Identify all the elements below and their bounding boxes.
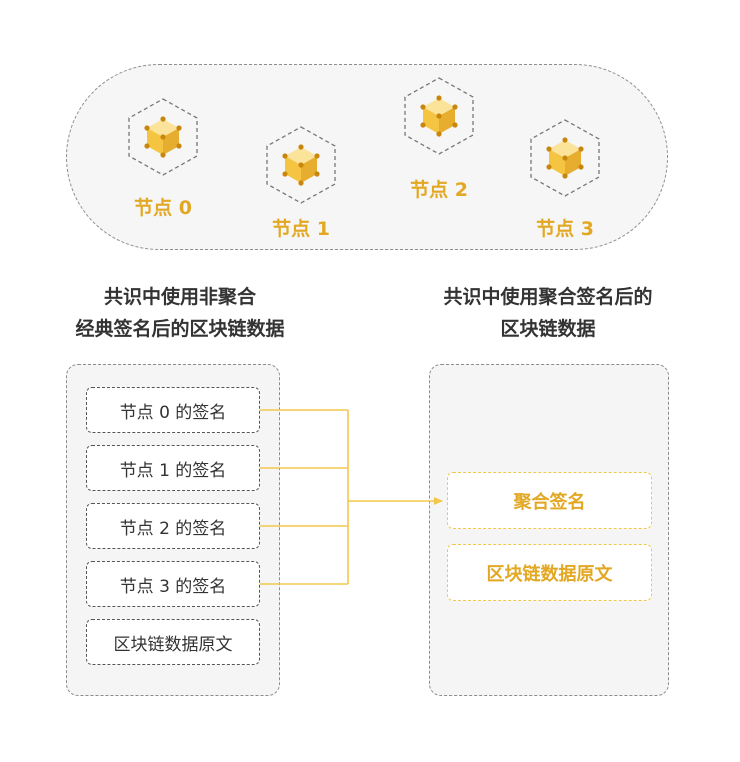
cube-node-icon <box>128 98 198 176</box>
aggregate-signature-item: 聚合签名 <box>447 472 652 529</box>
block-raw-data-item-right: 区块链数据原文 <box>447 544 652 601</box>
node-label-0: 节点 0 <box>134 197 192 219</box>
signature-item-node-1: 节点 1 的签名 <box>86 445 260 491</box>
cube-node-icon <box>530 119 600 197</box>
left-section-heading: 共识中使用非聚合 经典签名后的区块链数据 <box>75 286 285 340</box>
signature-item-node-3: 节点 3 的签名 <box>86 561 260 607</box>
right-data-panel <box>429 364 669 696</box>
signature-item-node-2: 节点 2 的签名 <box>86 503 260 549</box>
node-label-2: 节点 2 <box>410 179 468 201</box>
signature-item-node-0: 节点 0 的签名 <box>86 387 260 433</box>
node-label-3: 节点 3 <box>536 218 594 240</box>
block-raw-data-item: 区块链数据原文 <box>86 619 260 665</box>
cube-node-icon <box>266 126 336 204</box>
cube-node-icon <box>404 77 474 155</box>
right-section-heading: 共识中使用聚合签名后的 区块链数据 <box>443 286 653 340</box>
node-label-1: 节点 1 <box>272 218 330 240</box>
